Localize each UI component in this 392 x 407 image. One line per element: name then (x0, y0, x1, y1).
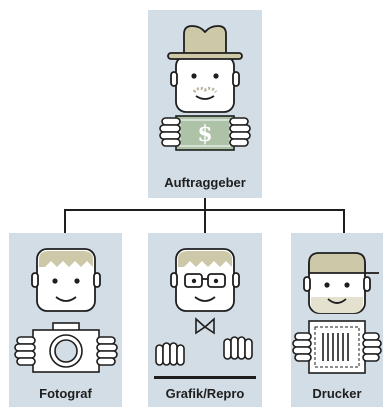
right-hand-icon (96, 336, 118, 366)
hat-icon (167, 25, 243, 60)
camera-icon (32, 322, 100, 373)
right-hand-icon (362, 332, 382, 362)
node-fotograf: Fotograf (9, 233, 122, 407)
cap-icon (308, 252, 379, 274)
hair-icon (39, 251, 93, 267)
svg-text:$: $ (197, 121, 212, 147)
left-hand-icon (14, 336, 36, 366)
stubble (311, 297, 363, 313)
hair-icon (178, 251, 232, 267)
photographer-illustration (14, 248, 118, 373)
node-grafik-repro: Grafik/Repro (148, 233, 262, 407)
client-face (170, 55, 240, 113)
bowtie-icon (195, 317, 215, 335)
node-auftraggeber: $ Auftraggeber (148, 10, 262, 198)
right-hand-icon (229, 117, 251, 147)
mustache-icon (192, 86, 218, 94)
designer-illustration (154, 248, 256, 379)
money-icon: $ (175, 115, 235, 151)
printer-illustration (292, 252, 382, 374)
desk-line (154, 376, 256, 379)
node-label-fotograf: Fotograf (39, 386, 92, 401)
node-label-drucker: Drucker (312, 386, 362, 401)
print-sheet-icon (308, 320, 366, 374)
left-hand-icon (159, 117, 181, 147)
right-hand-icon (223, 336, 253, 360)
node-label-auftraggeber: Auftraggeber (164, 175, 246, 190)
left-hand-icon (155, 342, 185, 366)
client-illustration: $ (159, 25, 251, 151)
node-label-grafik-repro: Grafik/Repro (165, 386, 245, 401)
node-drucker: Drucker (291, 233, 383, 407)
left-hand-icon (292, 332, 312, 362)
